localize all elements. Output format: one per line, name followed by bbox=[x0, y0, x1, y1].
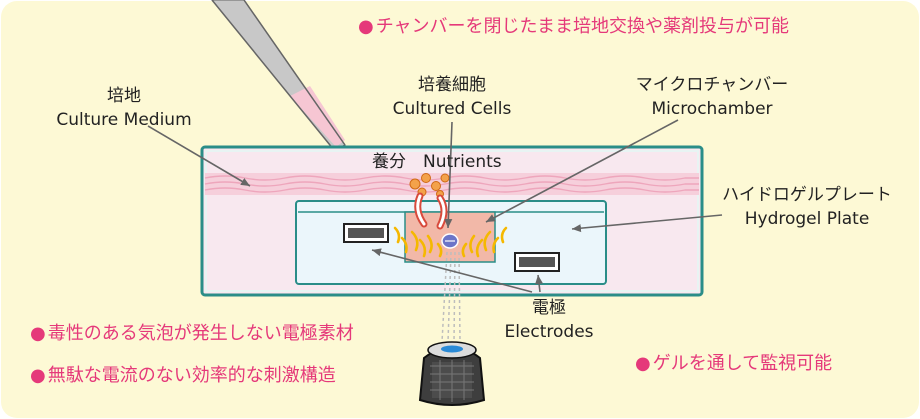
leader-arrows bbox=[147, 119, 723, 293]
arrow-hydrogel-plate bbox=[571, 214, 723, 233]
label-microchamber-en: Microchamber bbox=[651, 99, 773, 119]
electrode-left bbox=[343, 223, 389, 243]
label-cultured-cells-en: Cultured Cells bbox=[392, 99, 512, 119]
label-electrodes-jp: 電極 bbox=[532, 298, 566, 318]
dish-inner-edge bbox=[205, 150, 699, 292]
electrode-right bbox=[514, 252, 560, 272]
feature-bottom-left-2: ●無駄な電流のない効率的な刺激構造 bbox=[30, 365, 336, 386]
arrow-culture-medium bbox=[147, 125, 251, 187]
nutrient-particles bbox=[409, 173, 450, 198]
label-nutrients: 養分 Nutrients bbox=[372, 152, 502, 172]
feature-bottom-left-1: ●毒性のある気泡が発生しない電極素材 bbox=[30, 323, 354, 344]
cultured-cell-icon bbox=[441, 233, 459, 249]
arrow-microchamber bbox=[485, 119, 679, 223]
feature-bottom-right: ●ゲルを通して監視可能 bbox=[635, 353, 833, 374]
microscope-objective-icon bbox=[418, 341, 486, 406]
label-culture-medium-en: Culture Medium bbox=[56, 110, 192, 130]
nutrient-channels bbox=[414, 192, 448, 230]
label-cultured-cells-jp: 培養細胞 bbox=[418, 75, 486, 95]
arrow-cultured-cells bbox=[444, 121, 453, 229]
label-electrodes-en: Electrodes bbox=[504, 322, 594, 342]
pipette-icon bbox=[211, 0, 346, 151]
arrow-electrode-left bbox=[371, 248, 533, 293]
feature-top: ●チャンバーを閉じたまま培地交換や薬剤投与が可能 bbox=[358, 16, 789, 37]
label-hydrogel-plate-en: Hydrogel Plate bbox=[744, 209, 870, 229]
label-culture-medium-jp: 培地 bbox=[107, 86, 141, 106]
stimulation-field bbox=[393, 226, 508, 258]
label-microchamber-jp: マイクロチャンバー bbox=[635, 75, 789, 95]
label-hydrogel-plate-jp: ハイドロゲルプレート bbox=[722, 185, 892, 205]
culture-medium-band bbox=[204, 173, 699, 195]
arrow-electrode-right bbox=[535, 274, 544, 293]
